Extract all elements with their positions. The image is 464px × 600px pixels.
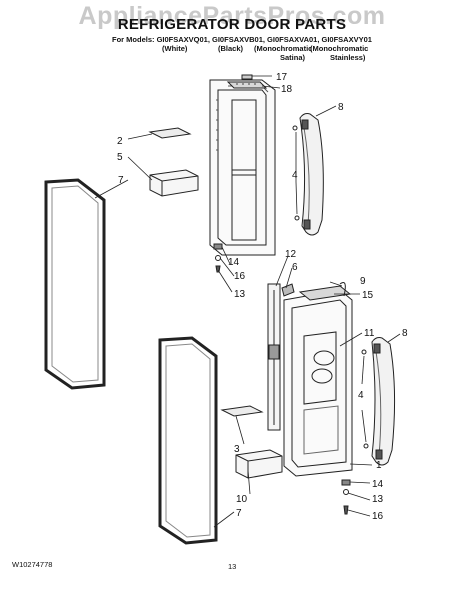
callout-4-upper: 4 [292,170,298,181]
callout-5: 5 [117,152,123,163]
page-title: REFRIGERATOR DOOR PARTS [117,16,347,33]
callout-8-lower: 8 [402,328,408,339]
model-color-mono-stainless: (Monochromatic [310,44,369,53]
callout-18: 18 [281,84,293,95]
lower-door-gasket [158,336,218,545]
callout-4-lower: 4 [358,390,364,401]
callout-1: 1 [376,460,382,471]
upper-handle-screws [292,125,300,221]
leader-lines [94,75,401,528]
callout-12: 12 [285,249,297,260]
callout-8-upper: 8 [338,102,344,113]
callout-10: 10 [236,494,248,505]
callout-2: 2 [117,136,123,147]
callout-3: 3 [234,444,240,455]
upper-door-trim [226,81,268,89]
callout-13-upper: 13 [234,289,246,300]
callout-16-lower: 16 [372,511,384,522]
dispenser-frame [267,283,281,431]
model-color-stainless: Stainless) [330,53,366,62]
page-number: 13 [228,562,237,571]
callouts: 17 18 8 2 5 7 4 14 16 13 12 6 9 15 11 8 … [117,72,408,522]
upper-handle [299,113,324,236]
model-list: For Models: GI0FSAXVQ01, GI0FSAXVB01, GI… [112,35,372,62]
upper-door-gasket [44,178,106,390]
model-color-mono-satina: (Monochromatic [254,44,313,53]
hinge-bracket [281,283,295,297]
shelf-insert-upper [148,127,192,139]
callout-13-lower: 13 [372,494,384,505]
watermark: AppliancePartsPros.com [78,2,386,30]
hinge-cap [241,74,253,80]
upper-door [209,79,276,256]
callout-14-lower: 14 [372,479,384,490]
models-line: For Models: GI0FSAXVQ01, GI0FSAXVB01, GI… [112,35,372,44]
callout-6: 6 [292,262,298,273]
callout-16-upper: 16 [234,271,246,282]
upper-hinge-parts [213,243,223,273]
callout-14-upper: 14 [228,257,240,268]
callout-9: 9 [360,276,366,287]
upper-door-bin [149,169,199,197]
lower-hinge-parts [341,479,351,515]
lower-handle [371,337,396,466]
wire-harness [339,282,346,297]
model-color-white: (White) [162,44,188,53]
lower-door-bin [235,449,283,479]
callout-15: 15 [362,290,374,301]
callout-17: 17 [276,72,288,83]
lower-handle-screws [361,349,369,449]
model-color-black: (Black) [218,44,244,53]
part-number: W10274778 [12,560,53,569]
callout-7-lower: 7 [236,508,242,519]
callout-7-upper: 7 [118,175,124,186]
model-color-satina: Satina) [280,53,306,62]
callout-11: 11 [364,328,375,339]
lower-door [283,289,353,477]
shelf-insert-lower [220,405,264,417]
